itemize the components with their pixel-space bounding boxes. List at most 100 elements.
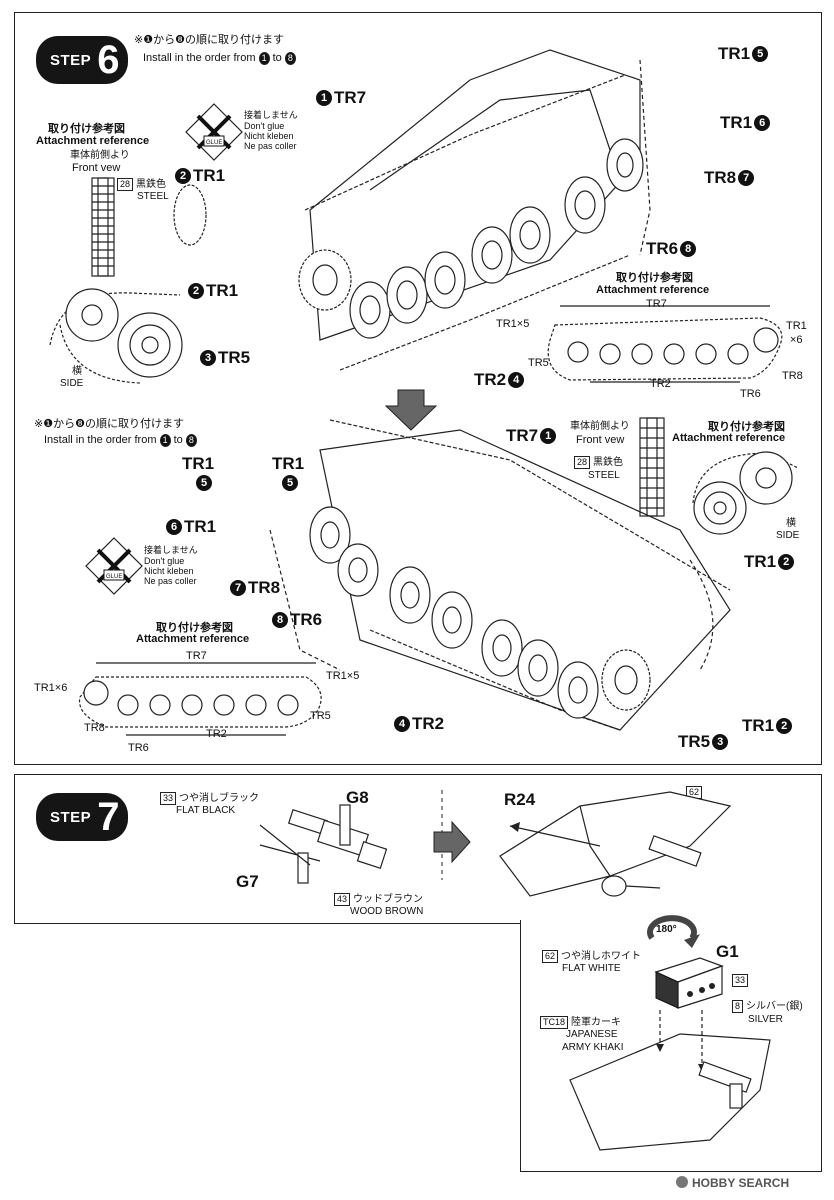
step7-word: STEP [50, 808, 92, 826]
g1-code: 33 [732, 974, 751, 987]
flat-black-jp: つや消しブラック [179, 793, 260, 804]
glue-word: GLUE [206, 140, 223, 146]
diagram-top-tr1x6b: ×6 [790, 334, 803, 346]
paint-code: 28 [117, 178, 134, 191]
step7-detail-panel [520, 920, 822, 1172]
side-label-jp-2: 横 [786, 518, 796, 529]
track-diagram-bottom [78, 662, 322, 736]
side-label-en-2: SIDE [776, 530, 800, 541]
step6-bottom-note-jp: ※❶から❽の順に取り付けます [34, 418, 184, 430]
steel-en: STEEL [137, 191, 169, 202]
diagram-top-tr1x6a: TR1 [786, 320, 807, 332]
step6-bottom-label-tr1-5b: TR1 [272, 454, 305, 473]
front-view-en: Front vew [72, 162, 121, 174]
track-diagram-top [547, 305, 783, 383]
diagram-bottom-tr5: TR5 [310, 710, 331, 722]
part-r24: R24 [504, 790, 536, 809]
arrow-right-icon [433, 820, 471, 864]
diagram-top-tr7: TR7 [646, 298, 667, 310]
flat-black-code: 33 [160, 792, 177, 805]
arrow-down-icon [384, 389, 438, 431]
step7-panel [14, 774, 822, 924]
watermark-logo-icon [676, 1176, 688, 1188]
diagram-bottom-tr1x5: TR1×5 [326, 670, 360, 682]
diagram-bottom-tr6: TR6 [128, 742, 149, 754]
dash-separator [441, 790, 443, 880]
silver-en: SILVER [748, 1014, 783, 1025]
hobby-search-watermark: HOBBY SEARCH [676, 1176, 789, 1190]
front-track-view [91, 177, 115, 277]
bottom-order-to: 8 [185, 434, 197, 447]
diagram-bottom-tr2: TR2 [206, 728, 227, 740]
side-label-en: SIDE [60, 378, 84, 389]
flat-black-en: FLAT BLACK [176, 805, 236, 816]
front-view-jp-2: 車体前側より [570, 421, 630, 432]
order-to-word: to [272, 52, 282, 64]
tank-hull-bottom [269, 419, 731, 731]
no-glue-en-2: Don't glue [144, 556, 185, 566]
flat-white-code: 62 [542, 950, 559, 963]
front-view-jp: 車体前側より [70, 150, 130, 161]
instrument-box [654, 957, 724, 1009]
silver-jp: シルバー(銀) [746, 1001, 803, 1012]
flat-white-en: FLAT WHITE [562, 963, 621, 974]
silver-code: 8 [732, 1000, 744, 1013]
ref-title-jp: 取り付け参考図 [48, 123, 125, 135]
paint-jp-2: 黒鉄色 [593, 457, 624, 468]
wood-brown-en: WOOD BROWN [350, 906, 424, 917]
no-glue-de-2: Nicht kleben [144, 566, 194, 576]
order-to-num: 8 [284, 52, 296, 65]
diagram-bottom-tr7: TR7 [186, 650, 207, 662]
ref-right-title-jp: 取り付け参考図 [616, 272, 693, 284]
part-g1: G1 [716, 942, 739, 961]
diagram-top-tr6: TR6 [740, 388, 761, 400]
ref-title-en-2: Attachment reference [672, 432, 786, 444]
ref-bl-title-jp: 取り付け参考図 [156, 622, 233, 634]
step6-number: 6 [97, 38, 120, 82]
step6-badge: STEP 6 [36, 36, 128, 84]
no-glue-en: Don't glue [244, 121, 285, 131]
rotate-180-icon [647, 915, 700, 948]
step6-word: STEP [50, 51, 92, 69]
diagram-bottom-tr1x6: TR1×6 [34, 682, 68, 694]
bottom-order-from: 1 [159, 434, 171, 447]
no-glue-icon [185, 103, 243, 161]
flat-white-jp: つや消しホワイト [561, 951, 642, 962]
diagram-top-tr8: TR8 [782, 370, 803, 382]
hull-interior-view [569, 1010, 771, 1151]
order-note-text: Install in the order from [143, 52, 256, 64]
ref-right-title-en: Attachment reference [596, 284, 710, 296]
diagram-top-tr5: TR5 [528, 357, 549, 369]
side-view-sprocket [49, 288, 183, 384]
diagram-top-tr1x5: TR1×5 [496, 318, 530, 330]
tank-hull-top [173, 49, 651, 371]
no-glue-jp-2: 接着しません [144, 545, 198, 555]
khaki-en-1: JAPANESE [566, 1029, 618, 1040]
steel-en-2: STEEL [588, 470, 620, 481]
diagram-bottom-tr8: TR8 [84, 722, 105, 734]
ref-title-en: Attachment reference [36, 135, 150, 147]
step6-bottom-num-5a: 5 [194, 473, 214, 493]
step6-bottom-label-tr1-5a: TR1 [182, 454, 215, 473]
khaki-jp: 陸軍カーキ [571, 1017, 622, 1028]
